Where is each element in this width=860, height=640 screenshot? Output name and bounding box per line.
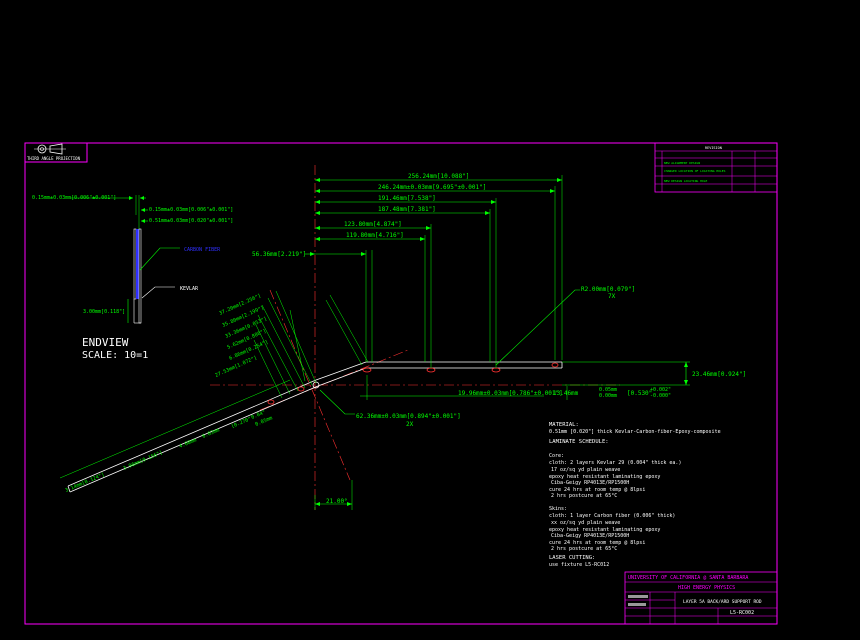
lower-dim-b6: 0.04" (250, 409, 266, 420)
angle-count: 2X (406, 421, 414, 428)
title-part-name: LAYER 5A BACK/ARD SUPPORT ROD (683, 599, 762, 605)
support-rod-outline (67, 361, 563, 493)
revision-row-1: NEW ALIGNMENT DESIGN (664, 161, 700, 165)
dim-13-46: 13.46mm (553, 390, 579, 397)
dim-246: 246.24mm±0.03mm[9.695"±0.001"] (378, 184, 486, 191)
endview-section: 0.15mm±0.03mm[0.006"±0.001"] 0.15mm±0.03… (32, 195, 233, 361)
note-core-6: 2 hrs postcure at 65°C (551, 493, 617, 499)
note-laser-1: use fixture L5-RC012 (549, 562, 609, 568)
dim-0-05: 0.05mm (599, 387, 617, 393)
endview-carbon-core (136, 229, 139, 299)
note-material-heading: MATERIAL: (549, 422, 579, 428)
revision-row-2: CHANGED LOCATION OF LOCATING HOLES (664, 169, 726, 173)
dim-119: 119.80mm[4.716"] (346, 232, 404, 239)
notes-block: MATERIAL: 0.51mm [0.020"] thick Kevlar-C… (549, 422, 721, 568)
note-core-2: 17 oz/sq yd plain weave (551, 467, 620, 473)
carbon-fiber-label: CARBON FIBER (184, 247, 221, 253)
projection-label: THIRD ANGLE PROJECTION (27, 156, 81, 161)
projection-symbol-block: THIRD ANGLE PROJECTION (24, 142, 88, 163)
hole-offset-dim: 19.96mm±0.03mm[0.786"±0.001"] (458, 390, 563, 397)
signature-mark (628, 603, 646, 606)
endview-scale: SCALE: 10=1 (82, 350, 148, 361)
revision-block: REVISION NEW ALIGNMENT DESIGN CHANGED LO… (654, 142, 778, 193)
note-core-3: epoxy heat resistant laminating epoxy (549, 474, 660, 480)
note-skins-2: xx oz/sq yd plain weave (551, 520, 620, 526)
drawing-frame (24, 142, 778, 625)
signature-mark (628, 595, 648, 598)
tol-zero: -0.000" (650, 393, 671, 399)
locating-hole (362, 367, 372, 373)
note-core-4: Ciba-Geigy RP4013E/RP1500H (551, 480, 629, 486)
top-dimensions: 256.24mm[10.088"] 246.24mm±0.03mm[9.695"… (252, 173, 746, 386)
radius-dim: R2.00mm[0.079"] (581, 286, 635, 293)
dim-123: 123.80mm[4.874"] (344, 221, 402, 228)
bottom-dimensions: 19.96mm±0.03mm[0.786"±0.001"] 13.46mm 0.… (314, 375, 671, 510)
endview-dim-2: 0.15mm±0.03mm[0.006"±0.001"] (149, 207, 233, 213)
dim-256: 256.24mm[10.088"] (408, 173, 469, 180)
endview-dim-3: 0.51mm±0.03mm[0.020"±0.001"] (149, 218, 233, 224)
note-laminate-heading: LAMINATE SCHEDULE: (549, 439, 609, 445)
note-core-heading: Core: (549, 453, 564, 459)
note-core-5: cure 24 hrs at room temp @ 8lpsi (549, 487, 645, 493)
dim-56: 56.36mm[2.219"] (252, 251, 306, 258)
right-height-dim: 23.46mm[0.924"] (692, 371, 746, 378)
revision-row-3: NEW DESIGN LOCATING HOLE (664, 179, 708, 183)
angle-dim: 62.36mm±0.03mm[0.894"±0.001"] (356, 413, 461, 420)
endview-title: ENDVIEW (82, 336, 129, 349)
radius-count: 7X (608, 293, 616, 300)
title-drawing-no: L5-RC002 (730, 610, 754, 616)
note-laser-heading: LASER CUTTING: (549, 555, 595, 561)
note-skins-3: epoxy heat resistant laminating epoxy (549, 527, 660, 533)
note-skins-6: 2 hrs postcure at 65°C (551, 546, 617, 552)
note-skins-4: Ciba-Geigy RP4013E/RP1500H (551, 533, 629, 539)
bend-hole (312, 381, 320, 389)
projection-cone-icon (49, 143, 63, 155)
tol-main: [0.530" (627, 390, 652, 397)
note-material-1: 0.51mm [0.020"] thick Kevlar-Carbon-fibe… (549, 429, 721, 435)
dim-0-00: 0.00mm (599, 393, 617, 399)
tol-plus: +0.002" (650, 387, 671, 393)
angle-value: 21.00° (326, 498, 348, 505)
note-core-1: cloth: 2 layers Kevlar 29 (0.004" thick … (549, 460, 681, 466)
note-skins-5: cure 24 hrs at room temp @ 8lpsi (549, 540, 645, 546)
endview-dim-1: 0.15mm±0.03mm[0.006"±0.001"] (32, 195, 116, 201)
kevlar-label: KEVLAR (180, 286, 199, 292)
locating-hole (551, 362, 559, 368)
dim-191: 191.46mm[7.538"] (378, 195, 436, 202)
dim-187: 187.48mm[7.381"] (378, 206, 436, 213)
note-skins-heading: Skins: (549, 506, 567, 512)
title-block: UNIVERSITY OF CALIFORNIA @ SANTA BARBARA… (624, 571, 778, 625)
note-skins-1: cloth: 1 layer Carbon fiber (0.006" thic… (549, 513, 675, 519)
revision-header: REVISION (705, 146, 722, 150)
title-group: HIGH ENERGY PHYSICS (678, 585, 735, 591)
title-university: UNIVERSITY OF CALIFORNIA @ SANTA BARBARA (628, 575, 748, 581)
endview-thickness: 3.00mm[0.118"] (83, 309, 125, 315)
